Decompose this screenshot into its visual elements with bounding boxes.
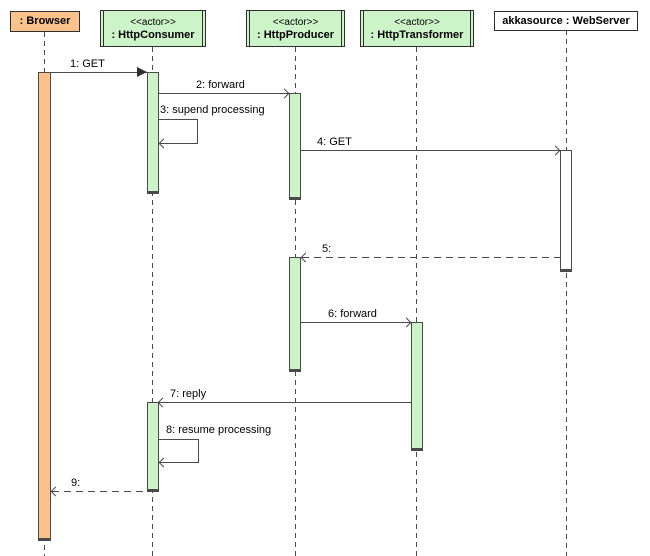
message-label: 3: supend processing <box>160 104 265 116</box>
participant-http-consumer-name: : HttpConsumer <box>111 28 195 41</box>
open-arrowhead-icon <box>300 252 311 263</box>
message-line <box>301 322 411 323</box>
self-message-loop <box>159 119 198 144</box>
message-line <box>301 150 560 151</box>
message-line-dashed <box>302 257 560 258</box>
message-line-dashed <box>52 491 147 492</box>
activation-http-consumer-2 <box>147 402 159 492</box>
active-object-edge <box>363 11 364 46</box>
active-object-edge <box>470 11 471 46</box>
message-label: 4: GET <box>317 136 352 148</box>
message-label: 1: GET <box>70 58 105 70</box>
open-arrowhead-icon <box>50 486 61 497</box>
active-object-edge <box>202 11 203 46</box>
open-arrowhead-icon <box>279 88 290 99</box>
participant-http-transformer: <<actor>> : HttpTransformer <box>360 10 474 47</box>
sync-arrowhead-icon <box>137 67 147 77</box>
lifeline-http-consumer <box>152 47 153 556</box>
activation-http-consumer-1 <box>147 72 159 194</box>
message-line <box>159 402 411 403</box>
active-object-edge <box>341 11 342 46</box>
message-label: 9: <box>71 477 81 489</box>
participant-web-server: akkasource : WebServer <box>494 11 638 31</box>
participant-browser-name: : Browser <box>19 15 71 27</box>
participant-http-producer: <<actor>> : HttpProducer <box>246 10 345 47</box>
participant-http-producer-name: : HttpProducer <box>257 28 334 41</box>
open-arrowhead-icon <box>157 397 168 408</box>
participant-http-consumer-stereotype: <<actor>> <box>130 16 176 28</box>
message-label: 2: forward <box>196 79 245 91</box>
message-line <box>51 72 147 73</box>
lifeline-http-transformer <box>416 47 417 556</box>
participant-http-consumer: <<actor>> : HttpConsumer <box>100 10 206 47</box>
lifeline-web-server <box>566 30 567 556</box>
activation-http-transformer <box>411 322 423 451</box>
participant-http-transformer-name: : HttpTransformer <box>370 28 464 41</box>
active-object-edge <box>249 11 250 46</box>
participant-web-server-name: akkasource : WebServer <box>502 14 630 27</box>
activation-http-producer-2 <box>289 257 301 372</box>
open-arrowhead-icon <box>550 145 561 156</box>
message-label: 8: resume processing <box>166 424 272 436</box>
activation-http-producer-1 <box>289 93 301 200</box>
self-message-loop <box>159 439 199 463</box>
activation-browser <box>38 72 51 541</box>
active-object-edge <box>103 11 104 46</box>
message-line <box>159 93 289 94</box>
message-label: 5: <box>322 243 332 255</box>
message-label: 7: reply <box>170 388 207 400</box>
activation-web-server <box>560 150 572 272</box>
participant-http-producer-stereotype: <<actor>> <box>272 16 319 28</box>
participant-http-transformer-stereotype: <<actor>> <box>394 16 440 28</box>
message-label: 6: forward <box>328 308 377 320</box>
open-arrowhead-icon <box>401 317 412 328</box>
participant-browser: : Browser <box>10 11 80 32</box>
